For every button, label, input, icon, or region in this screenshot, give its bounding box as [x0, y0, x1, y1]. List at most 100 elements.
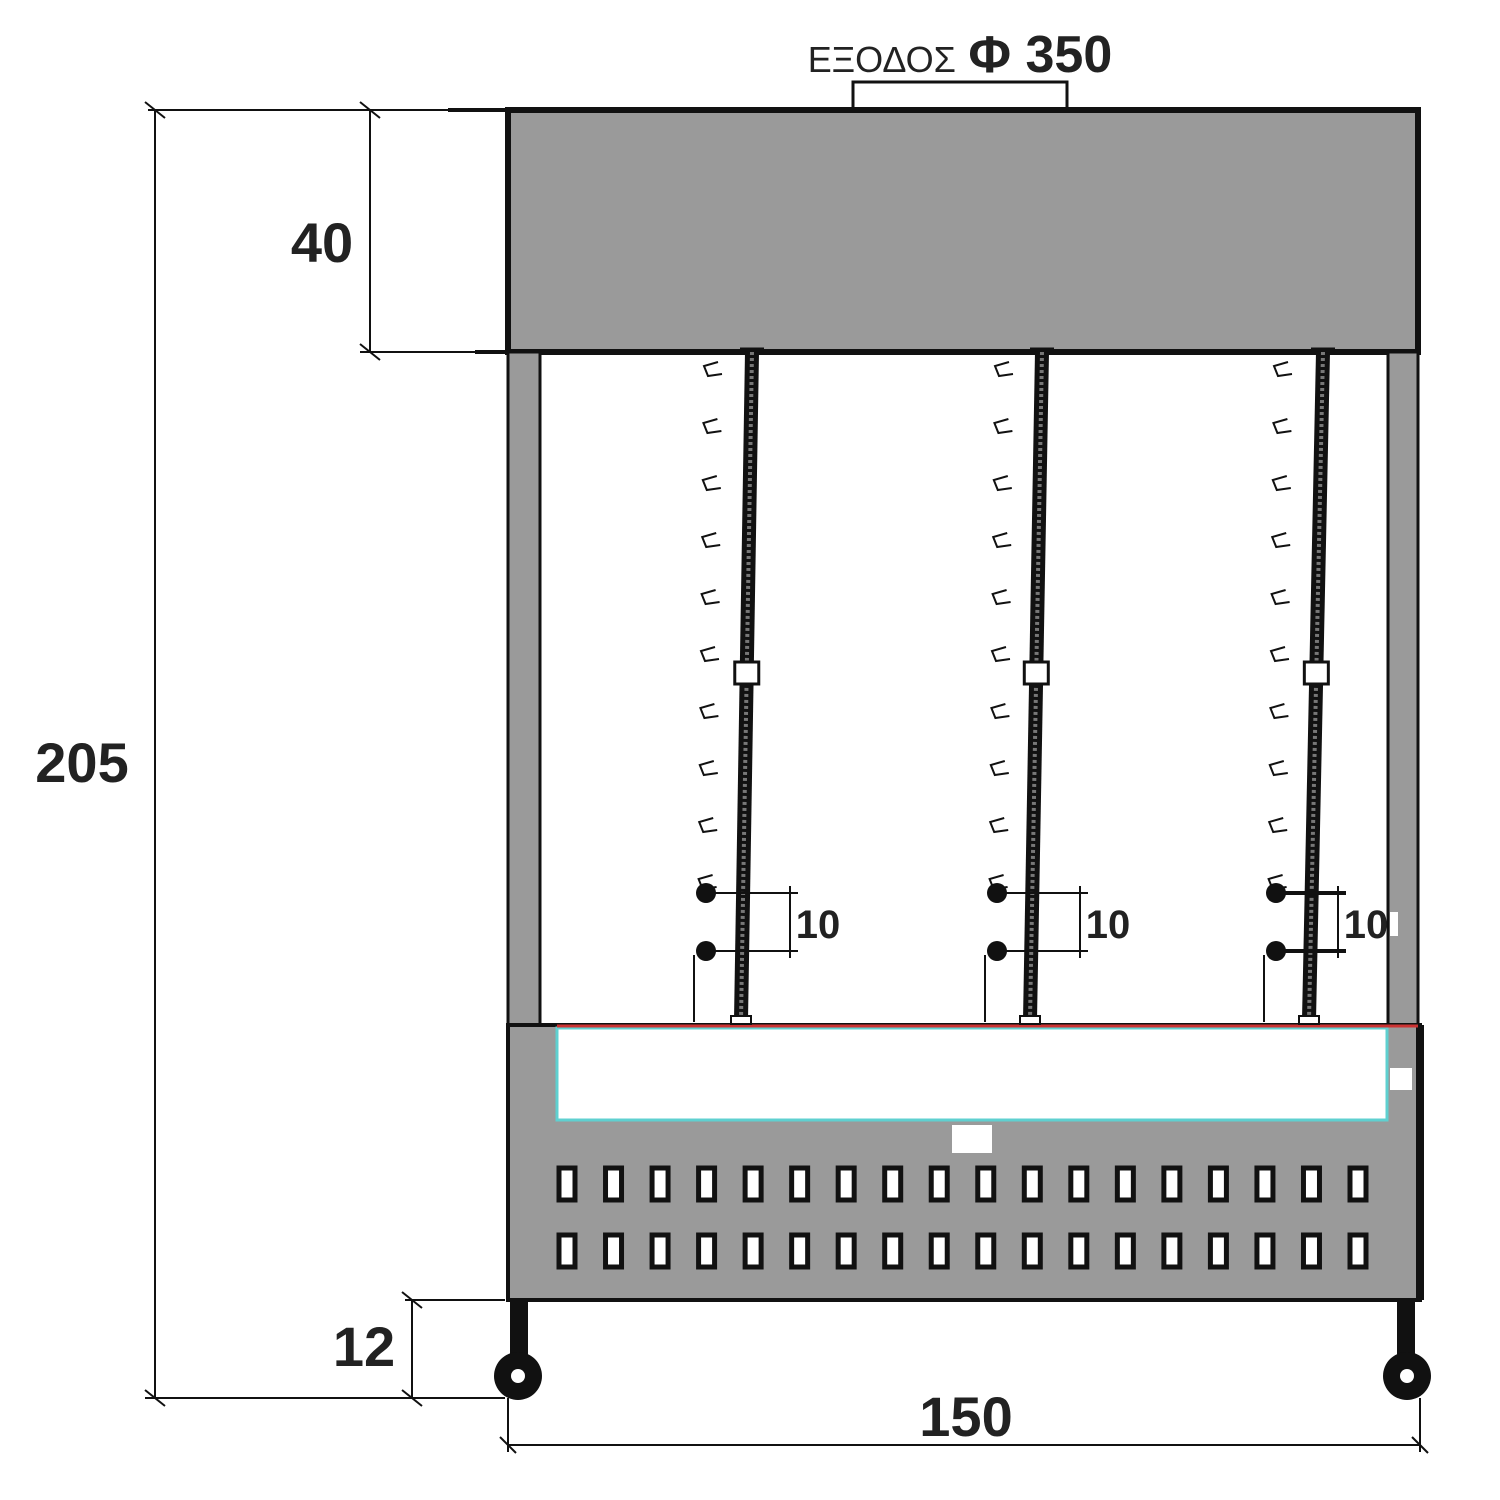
rack-notch [1272, 418, 1292, 435]
vent-slot [649, 1165, 671, 1203]
right-foot [1397, 1300, 1415, 1360]
rack-notch [990, 703, 1010, 720]
rack-notch [993, 361, 1014, 378]
dim-label-rack-spacing: 10 [796, 903, 841, 947]
vent-slot [1347, 1232, 1369, 1270]
vent-slot [1161, 1232, 1183, 1270]
rod-foot [1298, 1015, 1320, 1025]
vent-slot [649, 1232, 671, 1270]
rack-notch [700, 532, 721, 549]
vent-slot [1254, 1232, 1276, 1270]
rack-notch [1272, 361, 1293, 378]
rack-notch [1271, 475, 1291, 492]
rod-coupling [1302, 660, 1330, 686]
vent-slot [742, 1232, 764, 1270]
vent-slot [1254, 1165, 1276, 1203]
spacing-dot-bottom [987, 941, 1007, 961]
rod-coupling [733, 660, 761, 686]
vent-slot [1161, 1165, 1183, 1203]
rack-notch [700, 589, 720, 606]
vent-slot [928, 1165, 950, 1203]
vent-slot [1300, 1232, 1322, 1270]
rack-notch [702, 361, 723, 378]
dim-label-rack-spacing: 10 [1086, 903, 1131, 947]
vent-slot [882, 1232, 904, 1270]
vent-slot [603, 1165, 625, 1203]
rack-notch [698, 760, 718, 777]
rack-notch [990, 646, 1011, 663]
spit-racks: 10 10 10 [693, 347, 1389, 1025]
vent-slot [975, 1232, 997, 1270]
rack-notch [1268, 760, 1288, 777]
dim-label-foot-height: 12 [333, 1315, 395, 1378]
spit-rack: 10 [693, 347, 841, 1025]
vent-slot [556, 1165, 578, 1203]
rack-notch [701, 475, 721, 492]
right-column-mark [1390, 912, 1398, 936]
left-wheel [494, 1352, 542, 1400]
rack-notch [697, 817, 718, 834]
vent-slot [928, 1232, 950, 1270]
rack-notch [991, 532, 1012, 549]
rack-notch [1269, 703, 1289, 720]
spacing-dot-bottom [696, 941, 716, 961]
rack-notch [1270, 589, 1290, 606]
dimension-foot-height: 12 [333, 1291, 505, 1407]
exhaust-outlet-bracket [851, 80, 1069, 110]
vent-slot [835, 1232, 857, 1270]
vent-slot [789, 1232, 811, 1270]
spit-rod [1023, 351, 1049, 1021]
vent-slot [1207, 1232, 1229, 1270]
vent-slot [789, 1165, 811, 1203]
rack-notch [702, 418, 722, 435]
hood [505, 107, 1421, 355]
vent-slot [556, 1232, 578, 1270]
dim-label-total-height: 205 [35, 731, 128, 794]
vent-slot [835, 1165, 857, 1203]
vent-slot [1068, 1232, 1090, 1270]
vent-slot [1207, 1165, 1229, 1203]
exit-word: ΕΞΟΔΟΣ [808, 39, 956, 80]
rack-notch [991, 589, 1011, 606]
rack-notch [989, 760, 1009, 777]
vent-slot [975, 1165, 997, 1203]
spit-rack: 10 [1263, 347, 1389, 1025]
dimension-total-width: 150 [499, 1385, 1429, 1454]
vent-slot [1068, 1165, 1090, 1203]
rack-notch [993, 418, 1013, 435]
spit-rack: 10 [984, 347, 1131, 1025]
vent-slot [1114, 1232, 1136, 1270]
vent-slot [882, 1165, 904, 1203]
left-foot [510, 1300, 528, 1360]
rod-foot [1019, 1015, 1041, 1025]
rack-notch [699, 646, 720, 663]
rack-notch [992, 475, 1012, 492]
spit-rod [734, 351, 759, 1021]
vent-slot [1021, 1232, 1043, 1270]
dim-label-total-width: 150 [919, 1385, 1012, 1448]
rack-notch [1267, 817, 1288, 834]
right-indicator-light [1390, 1068, 1412, 1090]
rack-notch [1269, 646, 1290, 663]
rack-notch [699, 703, 719, 720]
spit-rod [1302, 351, 1330, 1021]
exit-diameter: Φ 350 [968, 26, 1112, 84]
spacing-dot-top [987, 883, 1007, 903]
rack-notch [988, 817, 1009, 834]
rod-foot [730, 1015, 752, 1025]
dim-label-rack-spacing: 10 [1344, 903, 1389, 947]
drip-tray [555, 1026, 1389, 1122]
vent-slot [696, 1165, 718, 1203]
vent-slot [742, 1165, 764, 1203]
exit-label: ΕΞΟΔΟΣ Φ 350 [808, 26, 1113, 84]
vent-slot [1300, 1165, 1322, 1203]
vent-slot [1021, 1165, 1043, 1203]
vent-slot [603, 1232, 625, 1270]
dimension-hood-height: 40 [291, 101, 475, 361]
dim-label-hood-height: 40 [291, 211, 353, 274]
spacing-dot-top [696, 883, 716, 903]
vent-slot [1114, 1165, 1136, 1203]
indicator-square [952, 1125, 992, 1153]
spacing-dot-top [1266, 883, 1286, 903]
